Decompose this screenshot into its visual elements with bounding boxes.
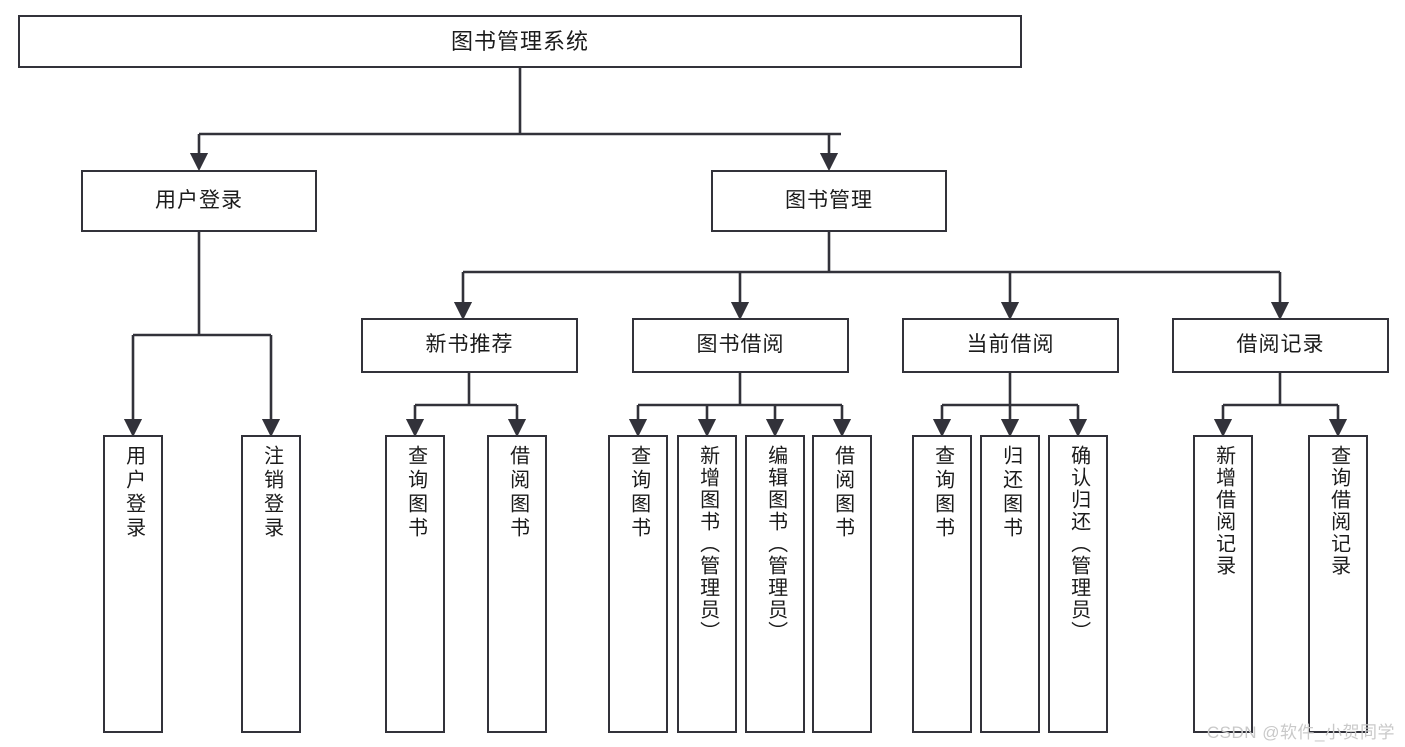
node-root-system[interactable]: 图书管理系统 (18, 15, 1022, 68)
node-label: 归还图书 (999, 445, 1022, 541)
leaf-user-login-login[interactable]: 用户登录 (103, 435, 163, 733)
node-label: 用户登录 (155, 188, 243, 212)
leaf-new-book-query-book[interactable]: 查询图书 (385, 435, 445, 733)
leaf-book-borrow-query-book[interactable]: 查询图书 (608, 435, 668, 733)
node-label: 用户登录 (122, 445, 145, 541)
node-label: 图书管理系统 (450, 28, 589, 54)
node-label: 查询图书 (404, 445, 427, 541)
node-current-borrow[interactable]: 当前借阅 (902, 318, 1119, 373)
leaf-book-borrow-add-book-admin[interactable]: 新增图书（管理员） (677, 435, 737, 733)
csdn-watermark: CSDN @软件_小贺同学 (1206, 723, 1395, 742)
node-label: 新增图书（管理员） (696, 445, 719, 643)
leaf-borrow-record-query-record[interactable]: 查询借阅记录 (1308, 435, 1368, 733)
leaf-borrow-record-add-record[interactable]: 新增借阅记录 (1193, 435, 1253, 733)
node-label: 新增借阅记录 (1212, 445, 1235, 577)
node-borrow-record[interactable]: 借阅记录 (1172, 318, 1389, 373)
leaf-current-borrow-query-book[interactable]: 查询图书 (912, 435, 972, 733)
node-label: 注销登录 (260, 445, 283, 541)
leaf-book-borrow-borrow-book[interactable]: 借阅图书 (812, 435, 872, 733)
leaf-new-book-borrow-book[interactable]: 借阅图书 (487, 435, 547, 733)
node-label: 查询借阅记录 (1327, 445, 1350, 577)
node-label: 图书借阅 (696, 333, 785, 357)
leaf-current-borrow-return-book[interactable]: 归还图书 (980, 435, 1040, 733)
node-label: 借阅图书 (831, 445, 854, 541)
leaf-user-login-logout[interactable]: 注销登录 (241, 435, 301, 733)
leaf-book-borrow-edit-book-admin[interactable]: 编辑图书（管理员） (745, 435, 805, 733)
node-label: 借阅图书 (506, 445, 529, 541)
node-book-management[interactable]: 图书管理 (711, 170, 947, 232)
node-book-borrow[interactable]: 图书借阅 (632, 318, 849, 373)
node-label: 编辑图书（管理员） (764, 445, 787, 643)
node-user-login[interactable]: 用户登录 (81, 170, 317, 232)
node-label: 借阅记录 (1236, 333, 1325, 357)
node-label: 查询图书 (627, 445, 650, 541)
node-label: 查询图书 (931, 445, 954, 541)
node-label: 确认归还（管理员） (1067, 445, 1090, 643)
node-label: 当前借阅 (966, 333, 1055, 357)
leaf-current-borrow-confirm-return-admin[interactable]: 确认归还（管理员） (1048, 435, 1108, 733)
node-label: 新书推荐 (425, 333, 514, 357)
node-new-book-recommend[interactable]: 新书推荐 (361, 318, 578, 373)
node-label: 图书管理 (785, 188, 873, 212)
